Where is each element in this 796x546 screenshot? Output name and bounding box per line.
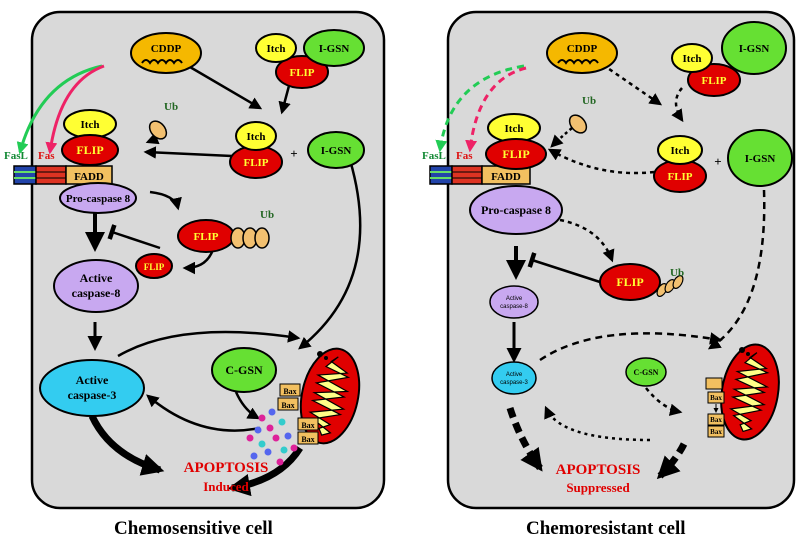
left-active-caspase8-line2: caspase-8: [72, 286, 121, 300]
left-mid-complex: FLIP Itch + I-GSN: [229, 121, 365, 179]
right-ub-label: Ub: [582, 95, 596, 107]
left-bax-label-3: Bax: [301, 421, 314, 430]
left-ub-label: Ub: [164, 101, 178, 113]
right-active-caspase8-line1: Active: [506, 296, 523, 302]
left-cell-caption: Chemosensitive cell: [114, 518, 273, 539]
left-fasl-arrow: [16, 64, 103, 155]
right-top-flip-label: FLIP: [701, 75, 726, 87]
left-cddp-label: CDDP: [151, 43, 182, 55]
left-procaspase-label: Pro-caspase 8: [66, 193, 131, 205]
left-fas-arrow: [45, 64, 105, 155]
right-cell: CDDP FLIP Itch I-GSN FLIP Itch + I-GSN U…: [422, 10, 796, 510]
left-active-caspase8-node: [53, 259, 139, 313]
left-top-complex: FLIP Itch I-GSN: [255, 29, 365, 89]
right-receptor-complex: FasL Fas FADD Itch FLIP Pro-caspase 8: [422, 113, 563, 235]
left-cgsn-node: [211, 347, 277, 393]
right-fas-bar: [451, 165, 483, 185]
left-itch-label: Itch: [81, 119, 100, 131]
right-itch-label: Itch: [505, 123, 524, 135]
left-small-flip-label: FLIP: [144, 262, 165, 272]
left-released-factors: [246, 408, 298, 466]
left-outcome-label: Induced: [203, 479, 249, 494]
left-top-itch-label: Itch: [267, 43, 286, 55]
left-procaspase-node: [59, 182, 137, 214]
left-top-flip-label: FLIP: [289, 67, 314, 79]
left-bax-label-2: Bax: [281, 401, 294, 410]
right-active-caspase3-line2: caspase-3: [500, 380, 528, 386]
left-bax-boxes: Bax Bax Bax Bax: [277, 383, 319, 445]
right-fasl-label: FasL: [422, 150, 446, 162]
left-fasl-label: FasL: [4, 150, 28, 162]
right-bax-boxes: Bax Bax Bax: [705, 377, 725, 438]
left-cddp-node: CDDP: [130, 32, 202, 74]
left-bax-label-1: Bax: [283, 387, 296, 396]
right-cgsn-node: [625, 357, 667, 387]
left-chain-flip-label: FLIP: [193, 231, 218, 243]
right-mid-igsn-label: I-GSN: [745, 153, 776, 165]
left-flip-node: [61, 134, 119, 166]
right-apoptosis-label: APOPTOSIS: [556, 462, 641, 478]
right-mitochondrion: [713, 338, 787, 446]
left-active-caspase3-node: [39, 359, 145, 417]
right-procaspase-node: [469, 185, 563, 235]
right-top-igsn-label: I-GSN: [739, 43, 770, 55]
right-plus-label: +: [714, 154, 721, 169]
left-flip-ub-chain: FLIP Ub: [177, 209, 274, 253]
right-active-caspase8-line2: caspase-8: [500, 304, 528, 310]
right-cgsn-label: C-GSN: [634, 368, 659, 377]
right-mid-flip-label: FLIP: [667, 171, 692, 183]
left-fas-label: Fas: [38, 150, 55, 162]
left-cgsn-label: C-GSN: [225, 363, 263, 377]
right-flip-ub-chain: FLIP Ub: [599, 263, 684, 301]
left-bax-label-4: Bax: [301, 435, 314, 444]
right-mid-complex: FLIP Itch + I-GSN: [653, 129, 793, 193]
right-active-caspase8-node: [489, 285, 539, 319]
right-outcome-label: Suppressed: [566, 480, 630, 495]
right-bax-label-2: Bax: [710, 416, 722, 424]
left-fadd-label: FADD: [74, 171, 104, 183]
right-bax-label-1: Bax: [710, 394, 722, 402]
right-chain-flip-label: FLIP: [616, 275, 643, 289]
left-mitochondrion: [291, 342, 369, 450]
left-chain-ub-label: Ub: [260, 209, 274, 221]
left-arrows: [85, 58, 362, 497]
right-flip-label: FLIP: [502, 147, 529, 161]
right-flip-node: [485, 138, 547, 170]
left-active-caspase8-line1: Active: [80, 271, 113, 285]
left-mid-itch-label: Itch: [247, 131, 266, 143]
right-fasl-bar: [429, 165, 453, 185]
right-active-caspase3-line1: Active: [506, 372, 523, 378]
right-fasl-arrow: [435, 64, 525, 153]
right-bax-label-3: Bax: [710, 428, 722, 436]
right-cddp-node: CDDP: [546, 32, 618, 74]
left-mid-flip-label: FLIP: [243, 157, 268, 169]
left-flip-label: FLIP: [76, 143, 103, 157]
right-ub-molecule: [568, 114, 588, 134]
right-procaspase-label: Pro-caspase 8: [481, 203, 551, 217]
left-apoptosis-label: APOPTOSIS: [184, 460, 269, 476]
right-cell-caption: Chemoresistant cell: [526, 518, 686, 539]
left-plus-label: +: [290, 146, 297, 161]
left-cell: CDDP FLIP Itch I-GSN FLIP Itch + I-GSN U…: [4, 10, 386, 510]
right-active-caspase3-node: [491, 361, 537, 395]
right-top-complex: FLIP Itch I-GSN: [671, 21, 787, 97]
right-chain-ub-label: Ub: [670, 267, 684, 279]
right-arrows: [506, 58, 766, 480]
left-fas-bar: [35, 165, 67, 185]
right-fadd-label: FADD: [491, 171, 521, 183]
left-receptor-complex: FasL Fas FADD Itch FLIP Pro-caspase 8: [4, 109, 137, 214]
left-active-caspase3-line2: caspase-3: [68, 388, 117, 402]
left-fasl-bar: [13, 165, 37, 185]
right-mid-itch-label: Itch: [671, 145, 690, 157]
right-fas-label: Fas: [456, 150, 473, 162]
left-active-caspase3-line1: Active: [76, 373, 109, 387]
right-cddp-label: CDDP: [567, 43, 598, 55]
right-top-itch-label: Itch: [683, 53, 702, 65]
left-ub-molecule: [148, 120, 168, 140]
left-small-flip-node: [135, 253, 173, 279]
left-mid-igsn-label: I-GSN: [321, 145, 352, 157]
left-top-igsn-label: I-GSN: [319, 43, 350, 55]
